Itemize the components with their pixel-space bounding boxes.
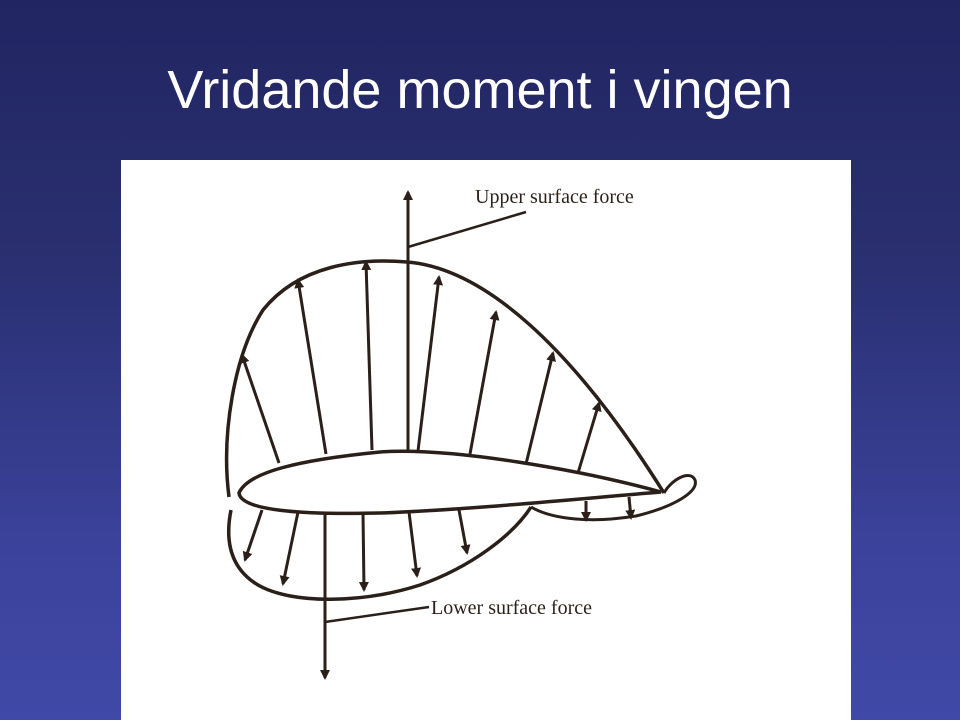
slide-title: Vridande moment i vingen	[167, 60, 793, 120]
upper-arrow-6	[524, 351, 556, 465]
upper-arrow-4	[416, 275, 444, 452]
trailing-edge-loop	[530, 474, 697, 522]
lower-pressure-envelope	[226, 506, 533, 601]
lower-arrow-3	[358, 512, 369, 592]
lower-label-leader	[324, 605, 430, 624]
upper-arrow-5	[468, 310, 500, 455]
upper-arrow-7	[576, 401, 602, 474]
upper-surface-force-label: Upper surface force	[475, 186, 634, 208]
lower-surface-force-label: Lower surface force	[431, 597, 592, 619]
lower-arrow-4	[407, 511, 421, 578]
upper-arrow-3	[361, 260, 374, 451]
lower-arrow-2	[279, 511, 300, 586]
upper-arrow-1	[239, 353, 281, 464]
airfoil-pressure-diagram: Upper surface force Lower surface force	[121, 160, 851, 720]
lower-arrow-5	[457, 509, 471, 555]
lower-arrow-1	[242, 509, 264, 562]
upper-arrow-2	[294, 278, 328, 455]
upper-label-leader	[407, 210, 527, 249]
airfoil-section	[237, 449, 662, 516]
upper-pressure-envelope	[224, 259, 666, 498]
lower-arrow-7	[625, 496, 636, 520]
